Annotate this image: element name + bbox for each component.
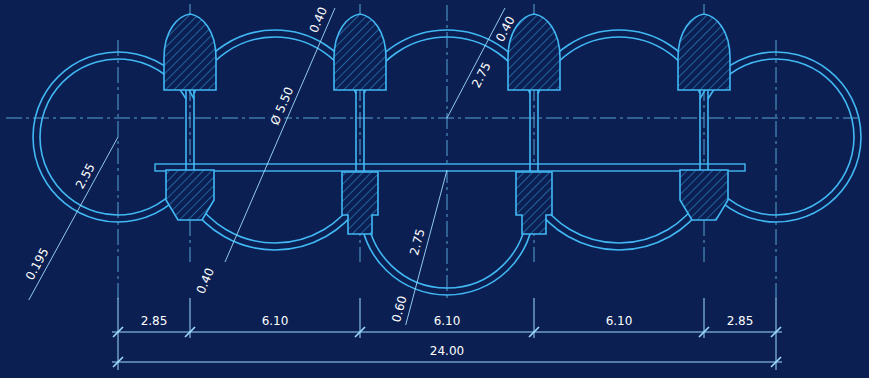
dimension-label: 6.10 (432, 314, 463, 328)
dimension-label: 6.10 (604, 314, 635, 328)
dimension-text: 0.40 (307, 5, 330, 35)
dimension-text: 2.75 (407, 228, 427, 257)
pier-blocks (164, 14, 730, 234)
cell-walls (33, 30, 861, 295)
dimension-text: Ø 5.50 (267, 85, 296, 127)
dimension-label: 0.40 (306, 3, 331, 37)
dimension-label: 6.10 (260, 314, 291, 328)
dimension-text: 0.60 (389, 295, 409, 324)
dimension-label: 0.195 (22, 244, 53, 284)
dimension-text: 0.195 (23, 245, 52, 282)
dimension-label: 2.85 (725, 314, 756, 328)
dimension-label: 2.85 (139, 314, 170, 328)
dimension-label: 2.75 (468, 58, 495, 92)
center-lines (6, 4, 863, 300)
dimension-text: 6.10 (606, 314, 633, 328)
dimension-text: 0.40 (194, 266, 217, 296)
dimension-label: 2.55 (72, 159, 99, 193)
dimension-text: 2.55 (73, 161, 98, 191)
dimension-lines (112, 298, 782, 370)
dimension-text: 6.10 (262, 314, 289, 328)
dimension-label: 24.00 (428, 344, 466, 358)
dimension-text: 2.75 (469, 60, 494, 90)
leader-lines (29, 8, 505, 325)
tie-bar (155, 164, 745, 171)
dimension-text: 24.00 (430, 344, 464, 358)
dimension-text: 2.85 (141, 314, 168, 328)
dimension-text: 2.85 (727, 314, 754, 328)
dimension-label: 0.40 (193, 264, 218, 298)
dimension-text: 6.10 (434, 314, 461, 328)
